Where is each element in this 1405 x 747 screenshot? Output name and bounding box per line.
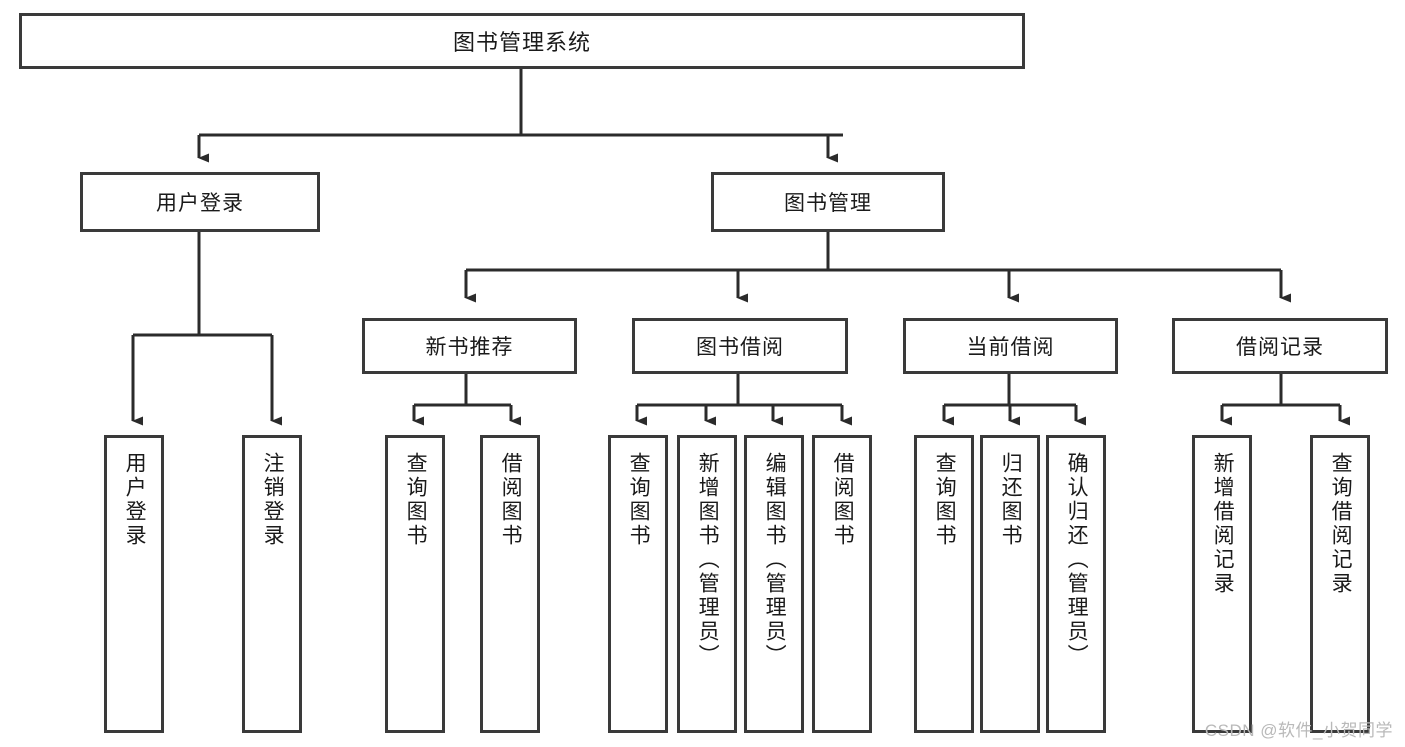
node-root-system[interactable]: 图书管理系统 xyxy=(19,13,1025,69)
node-label: 新书推荐 xyxy=(425,336,514,359)
leaf-borrow-edit-book[interactable]: 编辑图书（管理员） xyxy=(744,435,804,733)
leaf-current-confirm-return[interactable]: 确认归还（管理员） xyxy=(1046,435,1106,733)
leaf-label: 借阅图书 xyxy=(499,452,523,548)
leaf-label: 借阅图书 xyxy=(831,452,855,548)
leaf-label: 注销登录 xyxy=(261,452,285,548)
leaf-user-login[interactable]: 用户登录 xyxy=(104,435,164,733)
leaf-newbook-query-book[interactable]: 查询图书 xyxy=(385,435,445,733)
node-label: 借阅记录 xyxy=(1236,336,1324,359)
leaf-label: 用户登录 xyxy=(123,452,147,548)
leaf-borrow-add-book[interactable]: 新增图书（管理员） xyxy=(677,435,737,733)
leaf-label: 查询图书 xyxy=(627,452,651,548)
leaf-label: 新增借阅记录 xyxy=(1211,452,1235,596)
leaf-label: 查询借阅记录 xyxy=(1329,452,1353,596)
watermark-text: CSDN @软件_小贺同学 xyxy=(1204,721,1393,740)
node-new-book-recommend[interactable]: 新书推荐 xyxy=(362,318,577,374)
node-label: 图书管理系统 xyxy=(452,30,591,55)
node-label: 图书借阅 xyxy=(696,336,784,359)
leaf-label: 新增图书（管理员） xyxy=(696,452,720,668)
node-current-borrow[interactable]: 当前借阅 xyxy=(903,318,1118,374)
node-label: 用户登录 xyxy=(156,192,244,215)
leaf-user-logout[interactable]: 注销登录 xyxy=(242,435,302,733)
leaf-record-query-record[interactable]: 查询借阅记录 xyxy=(1310,435,1370,733)
leaf-label: 编辑图书（管理员） xyxy=(763,452,787,668)
node-label: 图书管理 xyxy=(784,192,872,215)
node-book-management[interactable]: 图书管理 xyxy=(711,172,945,232)
leaf-borrow-borrow-book[interactable]: 借阅图书 xyxy=(812,435,872,733)
node-label: 当前借阅 xyxy=(966,336,1055,359)
leaf-borrow-query-book[interactable]: 查询图书 xyxy=(608,435,668,733)
leaf-label: 确认归还（管理员） xyxy=(1065,452,1089,668)
node-borrow-record[interactable]: 借阅记录 xyxy=(1172,318,1388,374)
node-book-borrow[interactable]: 图书借阅 xyxy=(632,318,848,374)
leaf-current-return-book[interactable]: 归还图书 xyxy=(980,435,1040,733)
leaf-label: 查询图书 xyxy=(933,452,957,548)
leaf-newbook-borrow-book[interactable]: 借阅图书 xyxy=(480,435,540,733)
node-user-login[interactable]: 用户登录 xyxy=(80,172,320,232)
leaf-current-query-book[interactable]: 查询图书 xyxy=(914,435,974,733)
leaf-label: 查询图书 xyxy=(404,452,428,548)
leaf-record-add-record[interactable]: 新增借阅记录 xyxy=(1192,435,1252,733)
leaf-label: 归还图书 xyxy=(999,452,1023,548)
